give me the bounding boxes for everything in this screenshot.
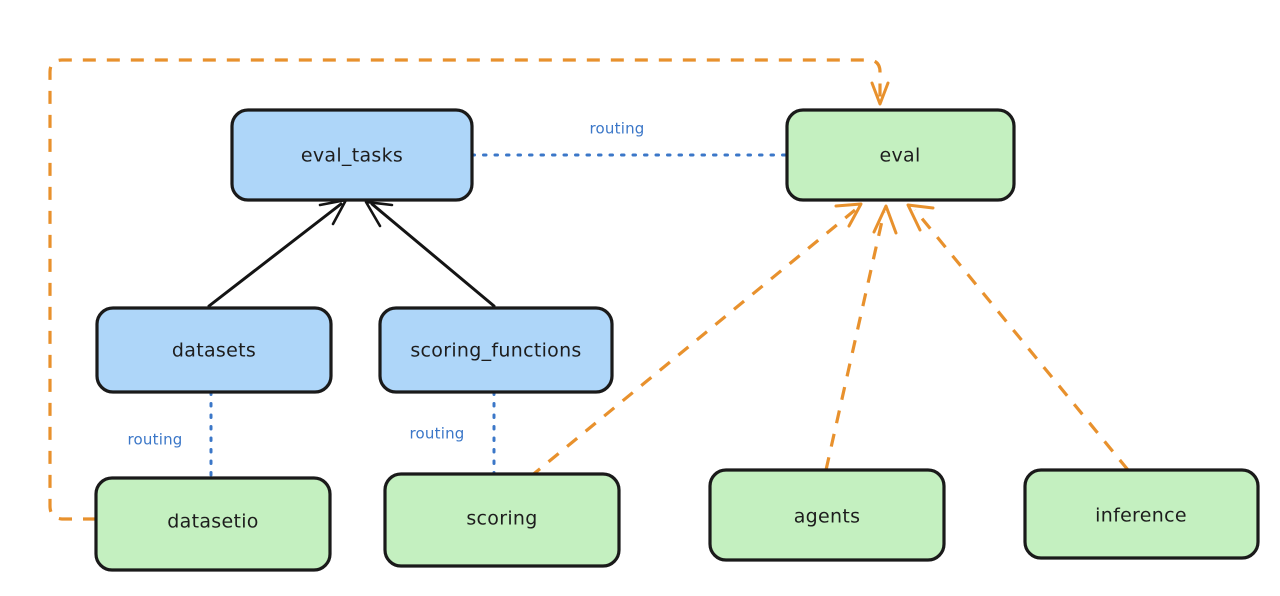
node-datasetio[interactable]: datasetio: [94, 476, 332, 572]
edge-eval_tasks-eval: routing: [470, 120, 789, 157]
node-eval[interactable]: eval: [785, 108, 1016, 202]
edge-datasets-datasetio: routing: [128, 390, 213, 480]
node-label-datasetio: datasetio: [167, 511, 258, 533]
node-datasets[interactable]: datasets: [95, 306, 333, 394]
node-inference[interactable]: inference: [1023, 468, 1260, 560]
edge-scoring-eval: [528, 202, 863, 479]
node-scoring_functions[interactable]: scoring_functions: [378, 306, 614, 394]
node-label-datasets: datasets: [172, 340, 256, 362]
edge-label-routing-datasetio: routing: [128, 431, 183, 449]
edge-datasetio-eval: [48, 58, 890, 521]
node-agents[interactable]: agents: [708, 468, 946, 562]
edge-label-routing-scoring: routing: [410, 425, 465, 443]
edge-datasets-eval_tasks: [207, 198, 348, 308]
edge-label-routing-eval: routing: [590, 120, 645, 138]
node-label-eval_tasks: eval_tasks: [301, 145, 403, 167]
node-label-scoring: scoring: [466, 508, 537, 530]
edge-inference-eval: [906, 203, 1130, 472]
node-label-scoring_functions: scoring_functions: [410, 340, 581, 362]
node-label-eval: eval: [879, 145, 920, 167]
node-label-inference: inference: [1095, 505, 1187, 527]
node-scoring[interactable]: scoring: [383, 472, 621, 568]
edge-scoring_functions-eval_tasks: [364, 200, 496, 308]
edge-scoring_functions-scoring: routing: [410, 390, 496, 476]
node-label-agents: agents: [794, 506, 861, 528]
node-eval_tasks[interactable]: eval_tasks: [230, 108, 474, 202]
edge-agents-eval: [824, 204, 898, 471]
